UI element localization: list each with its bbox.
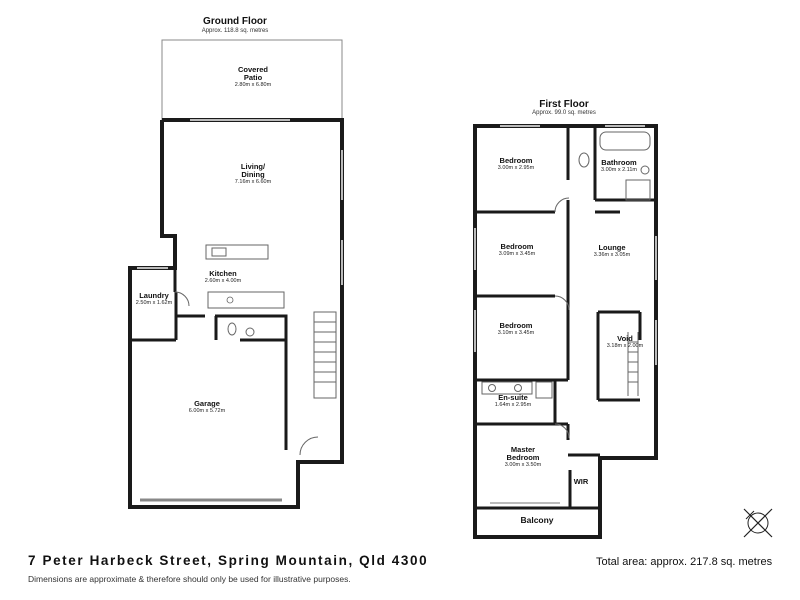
bath-tub <box>599 131 651 151</box>
room-dimensions: 3.00m x 2.95m <box>497 165 535 171</box>
first-floor-plan <box>473 124 658 539</box>
ground-stairs <box>313 311 337 399</box>
toilet-ground <box>227 322 237 336</box>
disclaimer-text: Dimensions are approximate & therefore s… <box>28 574 351 584</box>
door-arc-master <box>554 423 570 439</box>
room-label-balcony: Balcony <box>520 515 554 525</box>
room-name: Living/ Dining <box>240 162 266 179</box>
room-name: Lounge <box>598 243 626 252</box>
room-dimensions: 7.16m x 6.60m <box>234 179 272 185</box>
room-label-lounge: Lounge 3.36m x 3.05m <box>594 244 630 259</box>
room-dimensions: 3.10m x 3.45m <box>497 330 535 336</box>
room-label-garage: Garage 6.00m x 5.72m <box>189 400 225 415</box>
north-compass-icon <box>743 508 773 538</box>
room-name: Balcony <box>520 515 554 525</box>
shower-first <box>625 179 651 201</box>
toilet-first <box>578 152 590 168</box>
ground-internal-walls <box>130 268 288 450</box>
room-name: Bedroom <box>499 321 533 330</box>
cooktop <box>226 296 234 304</box>
room-label-master-bedroom: Master Bedroom 3.00m x 3.50m <box>505 446 541 469</box>
room-label-bathroom: Bathroom 3.00m x 2.11m <box>601 159 637 174</box>
basin-ground <box>245 327 255 337</box>
kitchen-island <box>205 244 269 260</box>
room-dimensions: 6.00m x 5.72m <box>188 408 226 414</box>
door-arc-bed1 <box>554 197 570 213</box>
room-name: WIR <box>573 477 589 486</box>
ensuite-vanity <box>481 381 533 395</box>
room-label-wir: WIR <box>574 478 589 486</box>
ground-floor-plan <box>128 39 344 509</box>
room-dimensions: 3.36m x 3.05m <box>593 252 631 258</box>
room-dimensions: 3.09m x 3.45m <box>498 251 536 257</box>
kitchen-bench <box>207 291 285 309</box>
room-name: Laundry <box>139 291 169 300</box>
total-area: Total area: approx. 217.8 sq. metres <box>596 556 773 568</box>
room-name: Garage <box>194 399 220 408</box>
property-address: 7 Peter Harbeck Street, Spring Mountain,… <box>28 553 429 568</box>
room-label-ensuite: En-suite 1.64m x 2.95m <box>495 394 531 409</box>
room-name: Covered Patio <box>237 65 269 82</box>
room-name: Master Bedroom <box>506 445 540 462</box>
first-floor-area: Approx. 99.0 sq. metres <box>532 110 596 116</box>
room-dimensions: 2.60m x 4.00m <box>204 278 242 284</box>
room-label-living: Living/ Dining 7.16m x 6.60m <box>235 163 271 186</box>
room-label-bedroom-3: Bedroom 3.10m x 3.45m <box>498 322 534 337</box>
first-floor-title: First Floor <box>539 99 589 110</box>
ensuite-shower <box>535 381 553 399</box>
room-label-bedroom-1: Bedroom 3.00m x 2.95m <box>498 157 534 172</box>
door-arc-bed2 <box>554 295 570 311</box>
room-dimensions: 1.64m x 2.95m <box>494 402 532 408</box>
room-name: Void <box>617 334 633 343</box>
room-dimensions: 3.00m x 3.50m <box>504 462 542 468</box>
ensuite-basin-2 <box>514 384 522 392</box>
door-arc-laundry <box>174 291 190 307</box>
first-stairs <box>627 332 639 396</box>
room-name: Kitchen <box>209 269 237 278</box>
bath-basin <box>640 165 650 175</box>
room-dimensions: 3.18m x 2.00m <box>606 343 644 349</box>
room-label-void: Void 3.18m x 2.00m <box>607 335 643 350</box>
room-name: Bathroom <box>601 158 637 167</box>
room-name: Bedroom <box>499 156 533 165</box>
room-label-bedroom-2: Bedroom 3.09m x 3.45m <box>499 243 535 258</box>
room-dimensions: 2.50m x 1.62m <box>135 300 173 306</box>
room-dimensions: 3.00m x 2.11m <box>601 167 637 173</box>
room-dimensions: 2.80m x 6.80m <box>234 82 272 88</box>
ensuite-basin-1 <box>488 384 496 392</box>
ground-floor-title: Ground Floor <box>203 16 267 27</box>
room-name: En-suite <box>498 393 528 402</box>
room-name: Bedroom <box>500 242 534 251</box>
room-label-kitchen: Kitchen 2.60m x 4.00m <box>205 270 241 285</box>
first-outer-walls <box>473 124 658 539</box>
ground-floor-area: Approx. 118.8 sq. metres <box>201 28 269 34</box>
first-internal-walls <box>475 126 656 508</box>
kitchen-sink <box>211 247 227 257</box>
room-label-laundry: Laundry 2.50m x 1.62m <box>136 292 172 307</box>
door-arc-entry <box>299 436 319 456</box>
room-label-patio: Covered Patio 2.80m x 6.80m <box>235 66 271 89</box>
